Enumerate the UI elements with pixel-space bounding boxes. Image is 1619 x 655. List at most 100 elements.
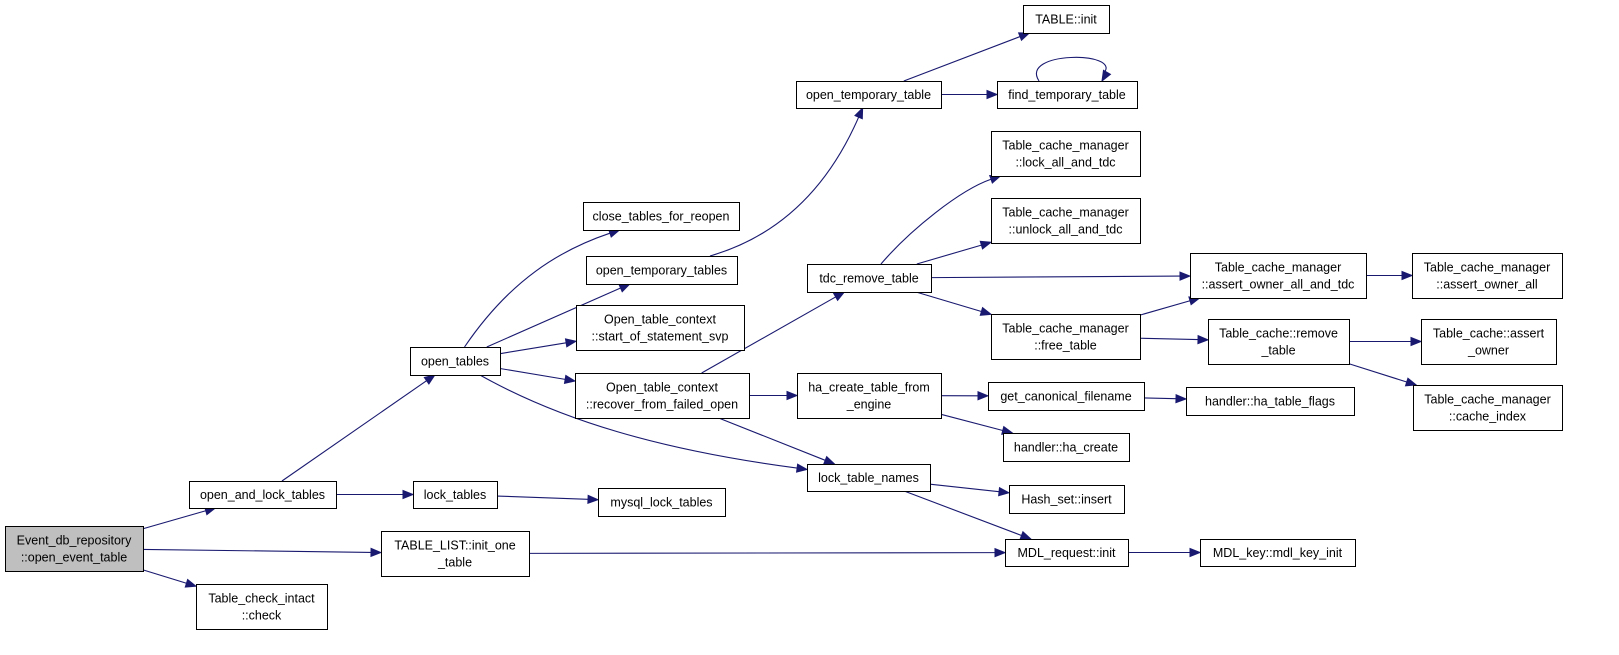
node-label-line: Table_cache_manager xyxy=(1424,261,1550,275)
node-open-temporary-tables[interactable]: open_temporary_tables xyxy=(586,256,738,285)
edge-arrowhead xyxy=(1401,270,1414,281)
edge-arrowhead xyxy=(564,338,578,348)
node-root[interactable]: Event_db_repository::open_event_table xyxy=(5,526,144,572)
edge-arrowhead xyxy=(979,306,993,316)
node-mdl-key-init[interactable]: MDL_key::mdl_key_init xyxy=(1200,539,1356,567)
edge-open-and-lock-tables-to-open-tables xyxy=(281,374,436,482)
edge-find-temporary-table-to-find-temporary-table xyxy=(1035,56,1112,83)
edge-line xyxy=(915,291,982,312)
edge-line xyxy=(880,178,992,265)
node-box xyxy=(807,264,932,293)
edge-tcm-assert-owner-all-and-tdc-to-tcm-assert-owner-all xyxy=(1366,270,1414,281)
node-label-line: TABLE::init xyxy=(1035,13,1097,27)
node-label-line: Table_cache_manager xyxy=(1002,322,1128,336)
node-tcm-assert-owner-all-and-tdc[interactable]: Table_cache_manager::assert_owner_all_an… xyxy=(1190,253,1367,299)
edge-line xyxy=(464,232,611,348)
edge-arrowhead xyxy=(986,89,999,100)
edge-line xyxy=(486,287,621,348)
node-mdl-request-init[interactable]: MDL_request::init xyxy=(1005,539,1129,567)
edge-arrowhead xyxy=(979,240,993,250)
node-box xyxy=(583,202,740,231)
node-label-line: ::cache_index xyxy=(1449,410,1527,424)
node-label-line: ::open_event_table xyxy=(21,551,127,565)
edge-arrowhead xyxy=(1019,530,1033,540)
node-label-line: ::assert_owner_all_and_tdc xyxy=(1202,278,1355,292)
edge-arrowhead xyxy=(587,494,600,505)
edge-get-canonical-filename-to-handler-ha-table-flags xyxy=(1143,393,1188,404)
node-label-line: ::check xyxy=(242,609,282,623)
node-label-line: handler::ha_table_flags xyxy=(1205,395,1335,409)
node-label-line: ha_create_table_from xyxy=(808,381,930,395)
edge-tdc-remove-table-to-tcm-lock-all xyxy=(880,174,1002,265)
node-ha-create-table-from-engine[interactable]: ha_create_table_from _engine xyxy=(797,373,942,419)
node-table-cache-remove[interactable]: Table_cache::remove_table xyxy=(1208,319,1350,365)
node-box xyxy=(797,373,942,419)
node-box xyxy=(1190,253,1367,299)
node-close-tables-for-reopen[interactable]: close_tables_for_reopen xyxy=(583,202,740,231)
node-open-temporary-table[interactable]: open_temporary_table xyxy=(796,81,942,109)
edge-arrowhead xyxy=(618,283,631,293)
node-box xyxy=(796,81,942,109)
node-box xyxy=(991,314,1141,360)
edge-line xyxy=(940,413,1003,432)
edge-root-to-table-list-init xyxy=(142,547,383,558)
node-tcm-free-table[interactable]: Table_cache_manager::free_table xyxy=(991,314,1141,360)
edge-lock-table-names-to-hash-set-insert xyxy=(929,483,1011,497)
node-hash-set-insert[interactable]: Hash_set::insert xyxy=(1009,485,1125,514)
node-label-line: _owner xyxy=(1467,344,1509,358)
node-label-line: ::lock_all_and_tdc xyxy=(1015,156,1115,170)
edge-open-temporary-table-to-find-temporary-table xyxy=(941,89,999,100)
node-lock-tables[interactable]: lock_tables xyxy=(413,481,498,509)
node-table-cache-assert-owner[interactable]: Table_cache::assert_owner xyxy=(1421,319,1557,365)
edge-line xyxy=(281,380,427,482)
edge-arrowhead xyxy=(563,374,577,384)
node-box xyxy=(1208,319,1350,365)
node-find-temporary-table[interactable]: find_temporary_table xyxy=(997,81,1138,109)
node-label-line: Hash_set::insert xyxy=(1021,493,1112,507)
node-label-line: Open_table_context xyxy=(606,381,718,395)
nodes-layer: Event_db_repository::open_event_table ope… xyxy=(5,5,1563,630)
edge-line xyxy=(718,417,826,461)
edge-root-to-table-check-intact xyxy=(142,569,198,588)
node-otc-start-of-statement[interactable]: Open_table_context::start_of_statement_s… xyxy=(576,305,745,351)
node-box xyxy=(1003,433,1130,462)
edge-ha-create-table-from-engine-to-handler-ha-create xyxy=(940,413,1014,435)
node-tcm-cache-index[interactable]: Table_cache_manager::cache_index xyxy=(1413,385,1563,431)
edge-line xyxy=(903,36,1021,82)
node-table-init[interactable]: TABLE::init xyxy=(1023,5,1110,34)
edge-arrowhead xyxy=(795,463,809,473)
node-label-line: Table_cache_manager xyxy=(1002,206,1128,220)
node-label-line: Table_cache_manager xyxy=(1215,261,1341,275)
node-table-list-init[interactable]: TABLE_LIST::init_one_table xyxy=(381,531,530,577)
edge-open-tables-to-lock-table-names xyxy=(479,374,809,473)
node-handler-ha-table-flags[interactable]: handler::ha_table_flags xyxy=(1186,387,1355,416)
node-lock-table-names[interactable]: lock_table_names xyxy=(807,464,931,492)
node-box xyxy=(991,131,1141,177)
edge-arrowhead xyxy=(1179,271,1192,281)
node-table-check-intact[interactable]: Table_check_intact::check xyxy=(196,584,328,630)
node-get-canonical-filename[interactable]: get_canonical_filename xyxy=(988,382,1145,411)
node-label-line: open_and_lock_tables xyxy=(200,488,325,502)
node-tdc-remove-table[interactable]: tdc_remove_table xyxy=(807,264,932,293)
node-box xyxy=(997,81,1138,109)
node-box xyxy=(575,373,750,419)
edge-arrowhead xyxy=(998,486,1011,497)
edge-arrowhead xyxy=(423,374,436,385)
edge-tdc-remove-table-to-tcm-assert-owner-all-and-tdc xyxy=(930,271,1192,281)
node-open-tables[interactable]: open_tables xyxy=(410,347,501,376)
node-label-line: Table_cache_manager xyxy=(1002,139,1128,153)
node-label-line: _engine xyxy=(846,398,892,412)
node-box xyxy=(1200,539,1356,567)
edge-open-temporary-table-to-table-init xyxy=(903,32,1031,82)
node-box xyxy=(1009,485,1125,514)
node-label-line: Event_db_repository xyxy=(17,534,132,548)
node-tcm-assert-owner-all[interactable]: Table_cache_manager::assert_owner_all xyxy=(1412,253,1563,299)
node-otc-recover[interactable]: Open_table_context::recover_from_failed_… xyxy=(575,373,750,419)
node-tcm-lock-all[interactable]: Table_cache_manager::lock_all_and_tdc xyxy=(991,131,1141,177)
node-open-and-lock-tables[interactable]: open_and_lock_tables xyxy=(189,481,337,509)
node-tcm-unlock-all[interactable]: Table_cache_manager::unlock_all_and_tdc xyxy=(991,198,1141,244)
node-box xyxy=(586,256,738,285)
node-label-line: Table_cache_manager xyxy=(1424,393,1550,407)
node-mysql-lock-tables[interactable]: mysql_lock_tables xyxy=(598,488,726,517)
node-handler-ha-create[interactable]: handler::ha_create xyxy=(1003,433,1130,462)
